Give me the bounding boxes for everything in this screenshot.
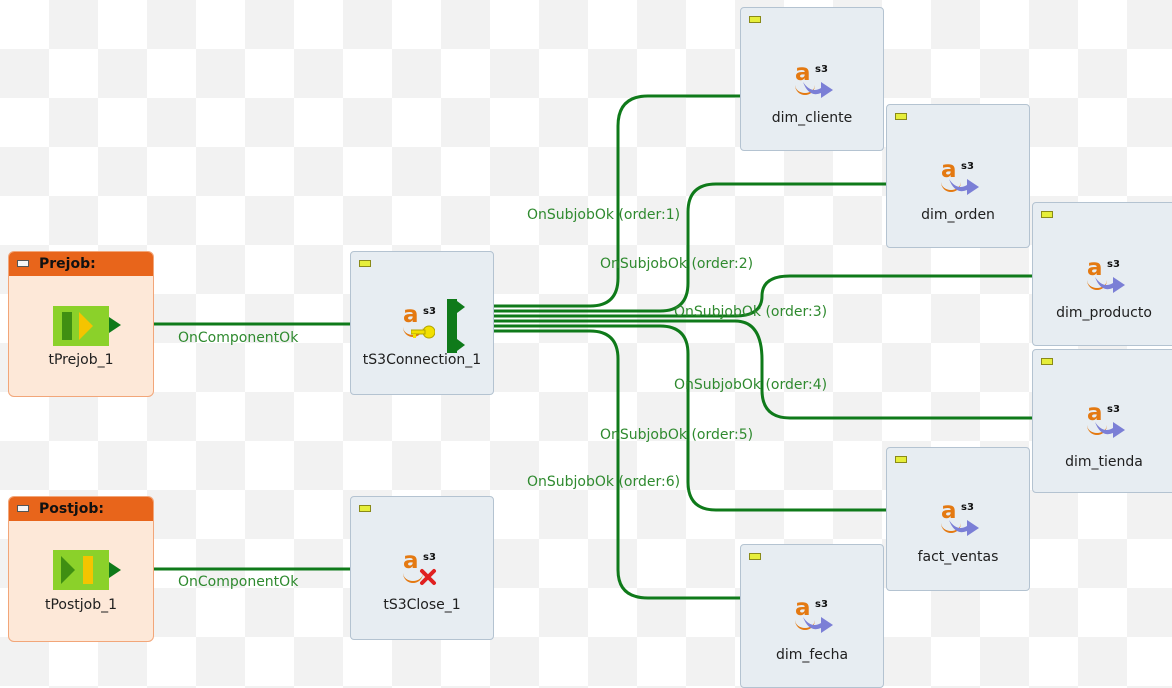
collapse-button[interactable] — [17, 505, 29, 512]
link-label-order-3[interactable]: OnSubjobOk (order:3) — [674, 304, 827, 320]
link-label-order-4[interactable]: OnSubjobOk (order:4) — [674, 377, 827, 393]
postjob-icon[interactable] — [53, 550, 109, 590]
upload-arrow-icon — [1095, 277, 1125, 293]
postjob-header: Postjob: — [9, 497, 153, 521]
collapse-button[interactable] — [749, 16, 761, 23]
collapse-button[interactable] — [895, 456, 907, 463]
amazon-logo-icon: a — [941, 498, 957, 524]
collapse-button[interactable] — [1041, 211, 1053, 218]
component-label[interactable]: dim_tienda — [1065, 454, 1143, 470]
s3-text: s3 — [961, 161, 974, 172]
upload-arrow-icon — [803, 82, 833, 98]
s3-connection-icon[interactable]: a s3 — [399, 304, 447, 344]
amazon-logo-icon: a — [403, 302, 419, 328]
link-label-postjob[interactable]: OnComponentOk — [178, 574, 299, 590]
output-connector[interactable] — [109, 317, 121, 333]
s3-put-icon[interactable]: a s3 — [1083, 257, 1131, 297]
subjob-dim-tienda[interactable]: a s3 dim_tienda — [1032, 349, 1172, 493]
s3-close-icon[interactable]: a s3 — [399, 550, 447, 590]
link-label-order-2[interactable]: OnSubjobOk (order:2) — [600, 256, 753, 272]
link-label-prejob[interactable]: OnComponentOk — [178, 330, 299, 346]
prejob-icon[interactable] — [53, 306, 109, 346]
key-icon — [411, 325, 435, 339]
link-label-order-1[interactable]: OnSubjobOk (order:1) — [527, 207, 680, 223]
link-order-1[interactable] — [462, 94, 772, 308]
output-connector-stack[interactable] — [447, 299, 467, 353]
amazon-smile-icon — [795, 620, 815, 630]
prejob-header: Prejob: — [9, 252, 153, 276]
subjob-dim-fecha[interactable]: a s3 dim_fecha — [740, 544, 884, 688]
upload-arrow-icon — [1095, 422, 1125, 438]
component-label[interactable]: fact_ventas — [917, 549, 999, 565]
component-label[interactable]: dim_producto — [1056, 305, 1152, 321]
amazon-smile-icon — [403, 573, 423, 583]
upload-arrow-icon — [803, 617, 833, 633]
link-label-order-5[interactable]: OnSubjobOk (order:5) — [600, 427, 753, 443]
component-label[interactable]: dim_cliente — [771, 110, 853, 126]
component-label[interactable]: tPostjob_1 — [44, 597, 118, 613]
collapse-button[interactable] — [749, 553, 761, 560]
collapse-button[interactable] — [359, 505, 371, 512]
link-label-order-6[interactable]: OnSubjobOk (order:6) — [527, 474, 680, 490]
s3-put-icon[interactable]: a s3 — [937, 500, 985, 540]
s3-put-icon[interactable]: a s3 — [791, 597, 839, 637]
subjob-dim-orden[interactable]: a s3 dim_orden — [886, 104, 1030, 248]
prejob-title: Prejob: — [39, 256, 96, 272]
s3-close-subjob[interactable]: a s3 tS3Close_1 — [350, 496, 494, 640]
s3-text: s3 — [961, 502, 974, 513]
s3-text: s3 — [815, 64, 828, 75]
s3-put-icon[interactable]: a s3 — [791, 62, 839, 102]
amazon-smile-icon — [1087, 425, 1107, 435]
link-order-5[interactable] — [462, 324, 918, 512]
subjob-dim-cliente[interactable]: a s3 dim_cliente — [740, 7, 884, 151]
component-label[interactable]: tPrejob_1 — [48, 352, 114, 368]
component-label[interactable]: tS3Close_1 — [383, 597, 461, 613]
amazon-smile-icon — [941, 523, 961, 533]
collapse-button[interactable] — [1041, 358, 1053, 365]
amazon-smile-icon — [941, 182, 961, 192]
link-order-3[interactable] — [462, 274, 1064, 318]
s3-text: s3 — [423, 306, 436, 317]
subjob-fact-ventas[interactable]: a s3 fact_ventas — [886, 447, 1030, 591]
amazon-logo-icon: a — [795, 595, 811, 621]
s3-put-icon[interactable]: a s3 — [937, 159, 985, 199]
s3-connection-subjob[interactable]: a s3 tS3Connection_1 — [350, 251, 494, 395]
component-label[interactable]: tS3Connection_1 — [362, 352, 482, 368]
link-order-2[interactable] — [462, 182, 918, 313]
collapse-button[interactable] — [359, 260, 371, 267]
s3-text: s3 — [1107, 404, 1120, 415]
collapse-button[interactable] — [17, 260, 29, 267]
output-connector[interactable] — [109, 562, 121, 578]
s3-put-icon[interactable]: a s3 — [1083, 402, 1131, 442]
upload-arrow-icon — [949, 520, 979, 536]
postjob-title: Postjob: — [39, 501, 104, 517]
upload-arrow-icon — [949, 179, 979, 195]
prejob-subjob[interactable]: Prejob: tPrejob_1 — [8, 251, 154, 397]
component-label[interactable]: dim_orden — [921, 207, 995, 223]
amazon-logo-icon: a — [403, 548, 419, 574]
amazon-smile-icon — [1087, 280, 1107, 290]
postjob-subjob[interactable]: Postjob: tPostjob_1 — [8, 496, 154, 642]
amazon-logo-icon: a — [795, 60, 811, 86]
collapse-button[interactable] — [895, 113, 907, 120]
s3-text: s3 — [423, 552, 436, 563]
s3-text: s3 — [815, 599, 828, 610]
amazon-logo-icon: a — [1087, 400, 1103, 426]
component-label[interactable]: dim_fecha — [775, 647, 849, 663]
close-x-icon — [420, 569, 436, 585]
amazon-logo-icon: a — [1087, 255, 1103, 281]
link-order-4[interactable] — [462, 319, 1064, 420]
amazon-logo-icon: a — [941, 157, 957, 183]
amazon-smile-icon — [795, 85, 815, 95]
s3-text: s3 — [1107, 259, 1120, 270]
subjob-dim-producto[interactable]: a s3 dim_producto — [1032, 202, 1172, 346]
link-order-6[interactable] — [462, 329, 772, 600]
